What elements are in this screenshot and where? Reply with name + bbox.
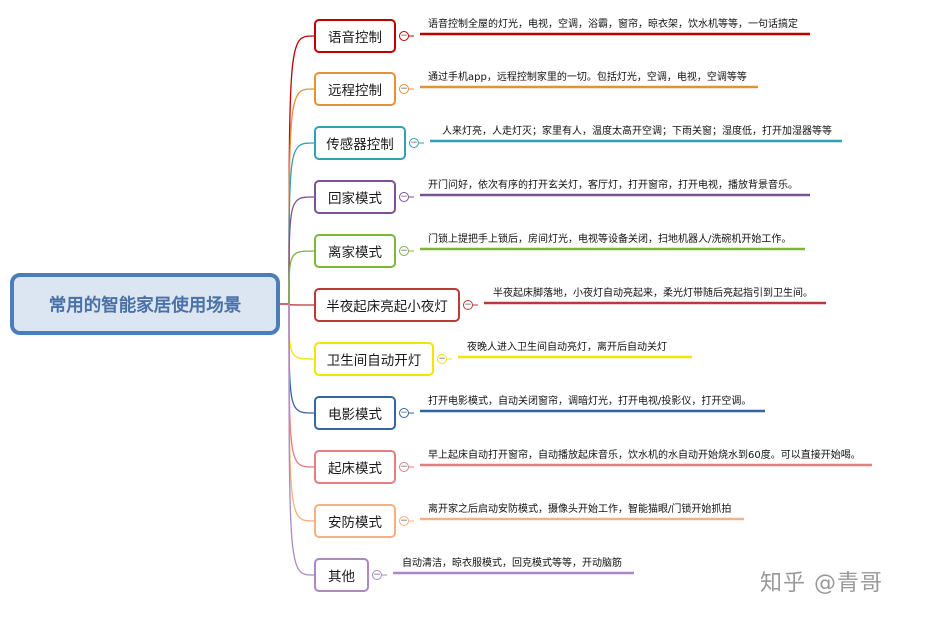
branch-node-4[interactable]: 离家模式 (314, 234, 396, 268)
branch-node-8[interactable]: 起床模式 (314, 450, 396, 484)
branch-description-6: 夜晚人进入卫生间自动亮灯，离开后自动关灯 (467, 342, 667, 353)
branch-connector-0 (288, 35, 315, 305)
branch-node-5[interactable]: 半夜起床亮起小夜灯 (314, 288, 460, 322)
branch-description-10: 自动清洁，晾衣服模式，回克模式等等，开动脑筋 (402, 558, 622, 569)
collapse-toggle-icon[interactable]: − (409, 138, 419, 148)
branch-description-8: 早上起床自动打开窗帘，自动播放起床音乐，饮水机的水自动开始烧水到60度。可以直接… (428, 450, 861, 461)
collapse-toggle-icon[interactable]: − (399, 31, 409, 41)
branch-connector-6 (288, 303, 315, 360)
branch-description-0: 语音控制全屋的灯光，电视，空调，浴霸，窗帘，晾衣架，饮水机等等，一句话搞定 (428, 19, 798, 30)
collapse-toggle-icon[interactable]: − (399, 516, 409, 526)
branch-connector-5 (288, 303, 315, 306)
branch-connector-10 (288, 303, 315, 576)
collapse-toggle-icon[interactable]: − (399, 192, 409, 202)
branch-node-3[interactable]: 回家模式 (314, 180, 396, 214)
branch-node-1[interactable]: 远程控制 (314, 72, 396, 106)
branch-description-2: 人来灯亮，人走灯灭；家里有人，温度太高开空调；下雨关窗；湿度低，打开加湿器等等 (442, 126, 832, 137)
branch-connector-4 (288, 250, 315, 305)
collapse-toggle-icon[interactable]: − (399, 462, 409, 472)
branch-connector-8 (288, 303, 315, 468)
collapse-toggle-icon[interactable]: − (463, 300, 473, 310)
branch-node-6[interactable]: 卫生间自动开灯 (314, 342, 434, 376)
collapse-toggle-icon[interactable]: − (399, 408, 409, 418)
branch-node-0[interactable]: 语音控制 (314, 19, 396, 53)
branch-node-2[interactable]: 传感器控制 (314, 126, 406, 160)
collapse-toggle-icon[interactable]: − (372, 570, 382, 580)
branch-node-10[interactable]: 其他 (314, 558, 369, 592)
branch-node-7[interactable]: 电影模式 (314, 396, 396, 430)
branch-description-9: 离开家之后启动安防模式，摄像头开始工作，智能猫眼/门锁开始抓拍 (428, 504, 732, 515)
branch-description-4: 门锁上提把手上锁后，房间灯光，电视等设备关闭，扫地机器人/洗碗机开始工作。 (428, 234, 792, 245)
branch-description-1: 通过手机app，远程控制家里的一切。包括灯光，空调，电视，空调等等 (428, 72, 747, 83)
branch-connector-2 (288, 142, 315, 305)
watermark: 知乎 @青哥 (760, 571, 883, 596)
collapse-toggle-icon[interactable]: − (399, 246, 409, 256)
central-topic[interactable]: 常用的智能家居使用场景 (10, 273, 280, 335)
collapse-toggle-icon[interactable]: − (399, 84, 409, 94)
branch-description-7: 打开电影模式，自动关闭窗帘，调暗灯光，打开电视/投影仪，打开空调。 (428, 396, 752, 407)
collapse-toggle-icon[interactable]: − (437, 354, 447, 364)
branch-node-9[interactable]: 安防模式 (314, 504, 396, 538)
branch-description-5: 半夜起床脚落地，小夜灯自动亮起来，柔光灯带随后亮起指引到卫生间。 (493, 288, 813, 299)
branch-description-3: 开门问好，依次有序的打开玄关灯，客厅灯，打开窗帘，打开电视，播放背景音乐。 (428, 180, 798, 191)
